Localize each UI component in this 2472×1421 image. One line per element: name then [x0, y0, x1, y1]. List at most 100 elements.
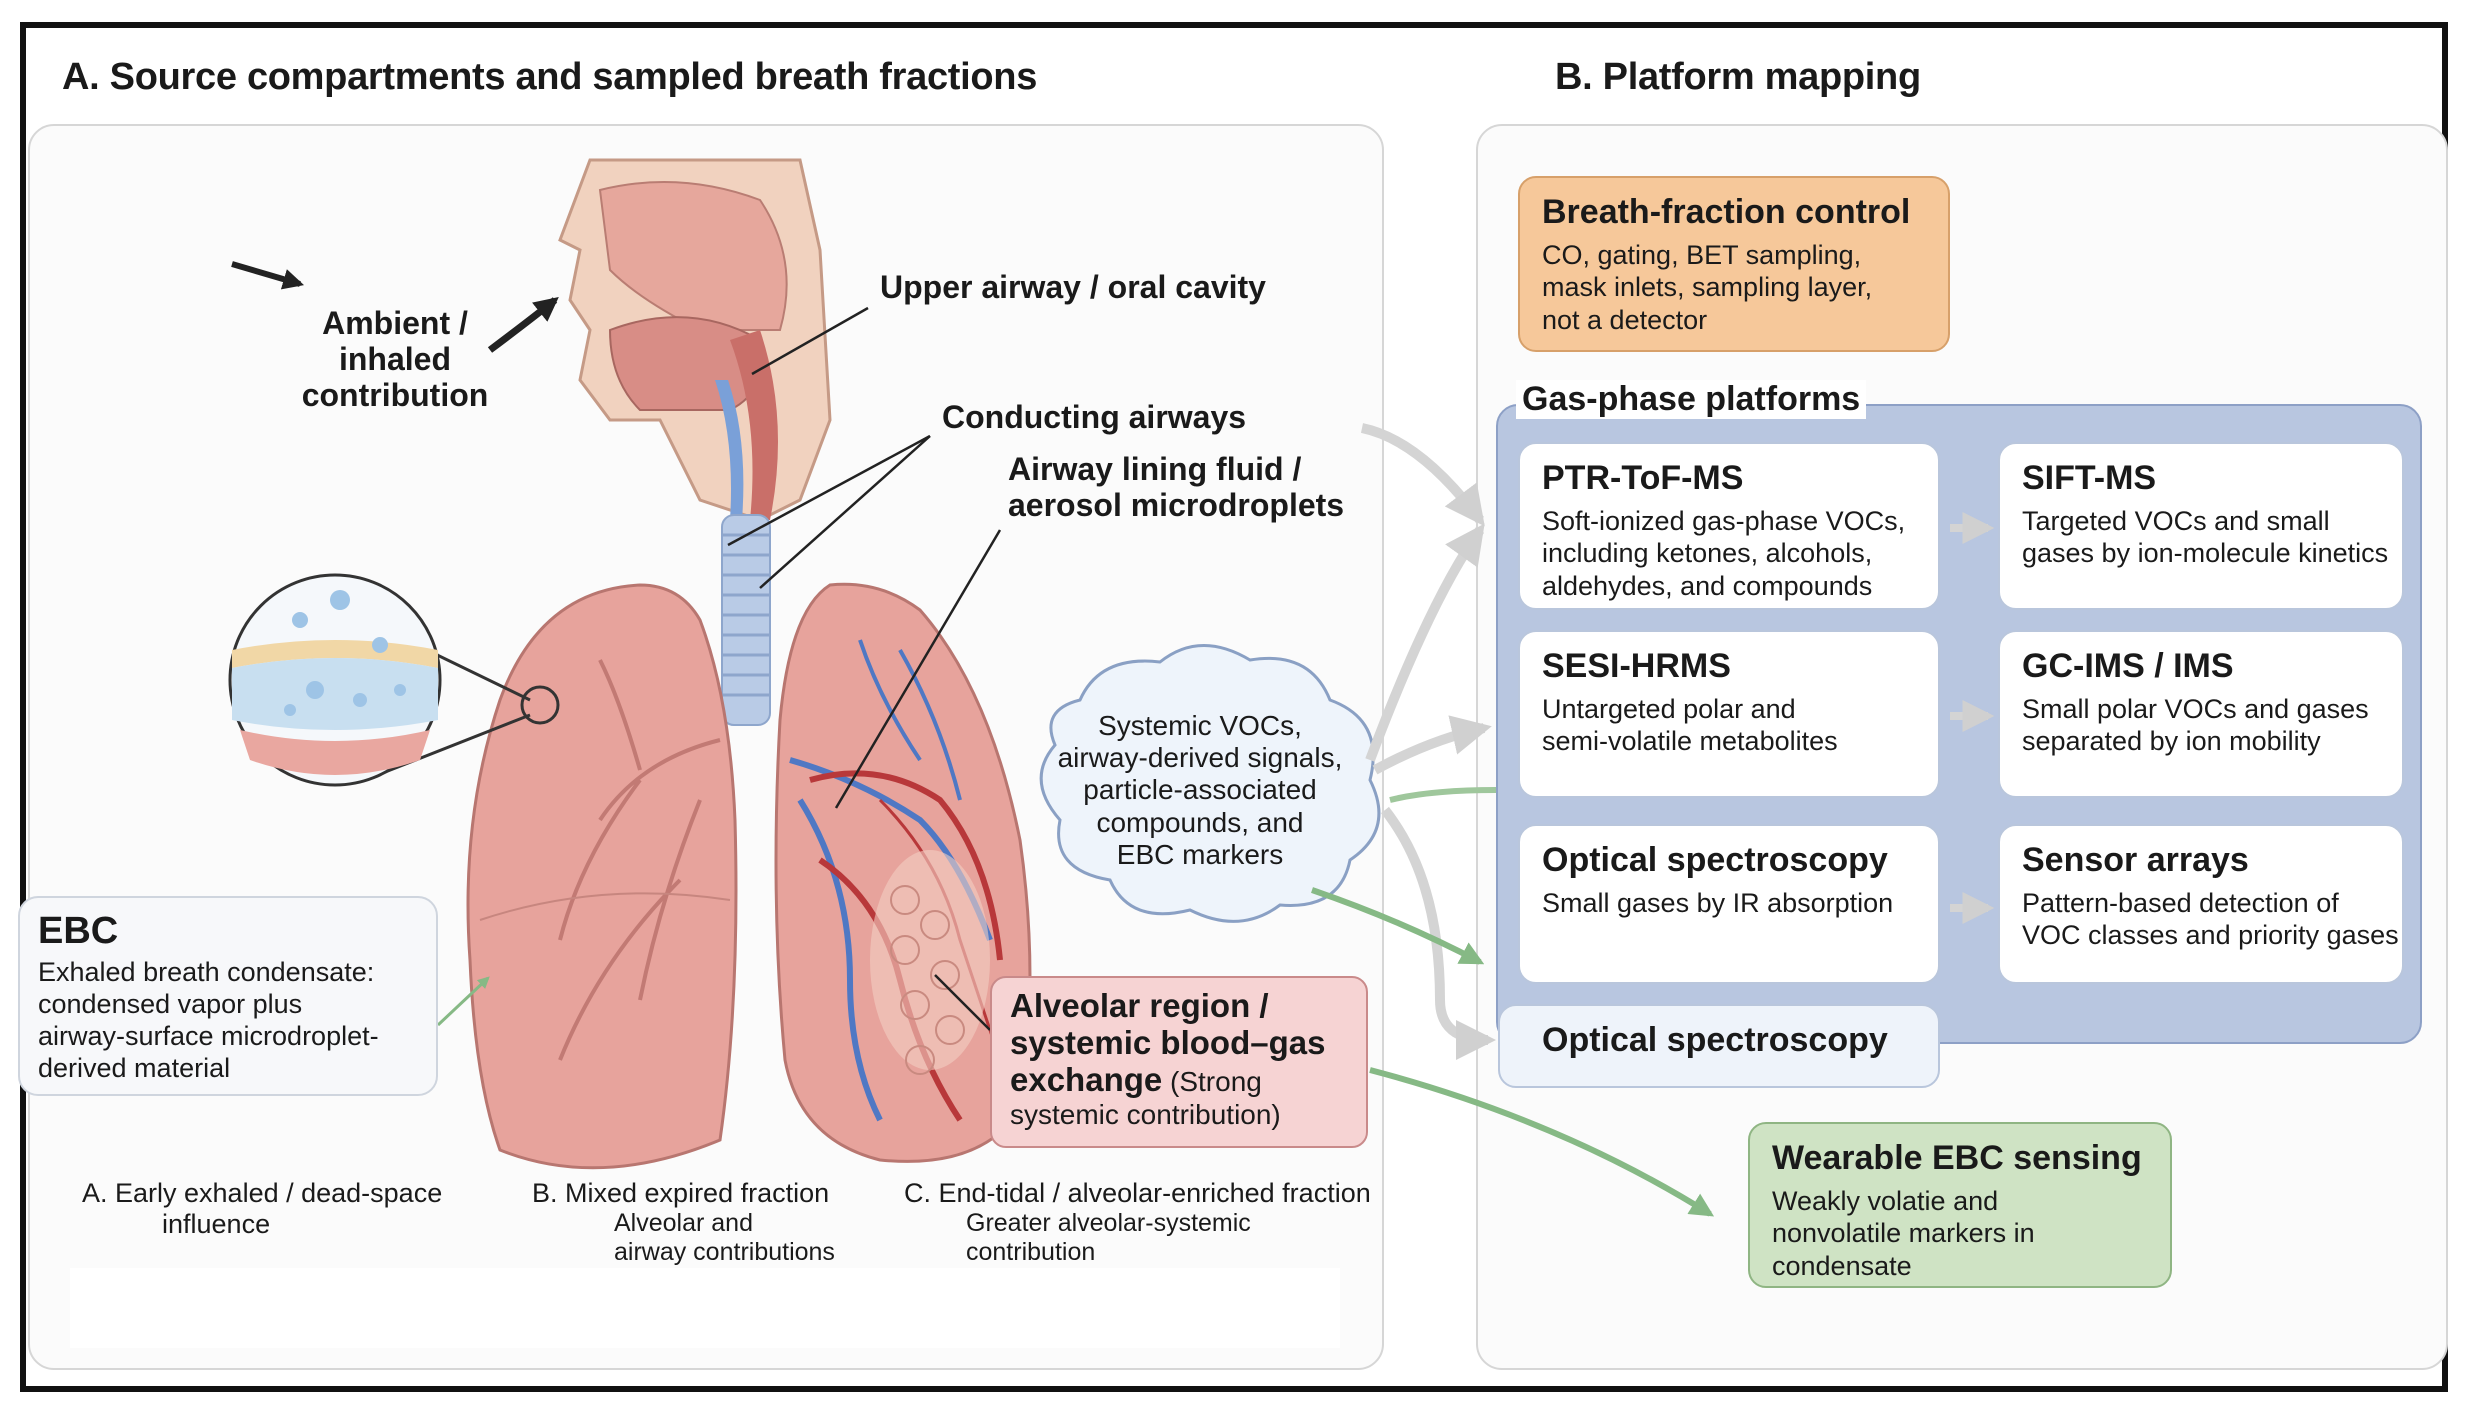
ebc-line: condensed vapor plus	[38, 988, 303, 1019]
platform-title: Sensor arrays	[2022, 841, 2249, 879]
cloud-line: EBC markers	[1116, 838, 1284, 870]
ebc-line: airway-surface microdroplet-	[38, 1020, 379, 1051]
trachea	[721, 514, 771, 726]
platform-title: SESI-HRMS	[1542, 647, 1731, 685]
platform-title: SIFT-MS	[2022, 459, 2157, 497]
ambient-line-3: contribution	[301, 376, 489, 413]
platform-desc: Small gases by IR absorption	[1542, 887, 1894, 918]
cloud-line: compounds, and	[1096, 806, 1304, 838]
breath-control-line-1: CO, gating, BET sampling,	[1542, 239, 1862, 270]
panel-a-footer-blank	[70, 1268, 1340, 1348]
arrow-cloud-sesi	[1372, 715, 1492, 775]
platform-title: PTR-ToF-MS	[1542, 459, 1744, 497]
cloud-text: Systemic VOCs, airway-derived signals, p…	[1040, 710, 1360, 871]
platform-title: GC-IMS / IMS	[2022, 647, 2234, 685]
platform-sensor-arrays: Sensor arrays Pattern-based detection of…	[1998, 824, 2404, 984]
platform-desc: Pattern-based detection of	[2022, 887, 2339, 918]
platform-desc: separated by ion mobility	[2022, 726, 2321, 757]
platform-desc: gases by ion-molecule kinetics	[2022, 538, 2389, 569]
alveolar-line-3: exchange (Strong	[1010, 1060, 1348, 1099]
head-cross-section	[558, 158, 832, 522]
leader-conducting-1	[727, 434, 931, 547]
platform-sift-ms: SIFT-MS Targeted VOCs and small gases by…	[1998, 442, 2404, 610]
fraction-b-title: B. Mixed expired fraction	[532, 1178, 830, 1208]
platform-desc: Untargeted polar and	[1542, 693, 1796, 724]
breath-control-line-3: not a detector	[1542, 304, 1708, 335]
lining-line-2: aerosol microdroplets	[1008, 486, 1345, 523]
alveolar-box: Alveolar region / systemic blood–gas exc…	[990, 976, 1368, 1148]
ambient-label: Ambient / inhaled contribution	[300, 305, 490, 413]
platform-title: Optical spectroscopy	[1542, 841, 1888, 879]
lining-line-1: Airway lining fluid /	[1008, 451, 1302, 487]
platform-desc: Soft-ionized gas-phase VOCs,	[1542, 505, 1906, 536]
left-lung	[466, 583, 738, 1170]
right-lung	[774, 582, 1032, 1163]
alveolar-line-4: systemic contribution)	[1010, 1098, 1281, 1130]
panel-b-title: B. Platform mapping	[1555, 56, 1921, 98]
fraction-c: C. End-tidal / alveolar-enriched fractio…	[904, 1178, 1371, 1267]
fraction-a: A. Early exhaled / dead-space influence	[82, 1178, 442, 1240]
ebc-line: derived material	[38, 1052, 231, 1083]
fraction-c-sub2: contribution	[966, 1237, 1096, 1266]
signal-cloud	[1039, 644, 1381, 923]
optical-spectroscopy-bottom: Optical spectroscopy	[1498, 1004, 1940, 1088]
platform-gc-ims: GC-IMS / IMS Small polar VOCs and gases …	[1998, 630, 2404, 798]
cloud-line: airway-derived signals,	[1057, 742, 1343, 774]
leader-alveolar	[934, 974, 991, 1031]
arrow-cloud-ptr	[1365, 523, 1485, 762]
wearable-line: Weakly volatie and	[1772, 1185, 1999, 1216]
arrow-cloud-sensors	[1311, 887, 1485, 965]
fraction-a-title: A. Early exhaled / dead-space	[82, 1178, 443, 1208]
wearable-line: nonvolatile markers in	[1772, 1218, 2035, 1249]
arrow-to-ptr	[1360, 423, 1485, 527]
ambient-line-2: inhaled	[338, 340, 451, 377]
wearable-title: Wearable EBC sensing	[1772, 1139, 2142, 1177]
ebc-line: Exhaled breath condensate:	[38, 957, 375, 987]
ambient-line-1: Ambient /	[322, 305, 468, 341]
lining-fluid-label: Airway lining fluid / aerosol microdropl…	[1008, 451, 1345, 524]
upper-airway-label: Upper airway / oral cavity	[880, 269, 1266, 305]
wearable-line: condensate	[1772, 1250, 1912, 1281]
ebc-box: EBC Exhaled breath condensate: condensed…	[18, 896, 438, 1096]
fraction-b-sub1: Alveolar and	[614, 1209, 753, 1238]
platform-desc: Small polar VOCs and gases	[2022, 693, 2369, 724]
lining-fluid-magnifier	[228, 573, 560, 787]
breath-control-line-2: mask inlets, sampling layer,	[1542, 272, 1873, 303]
conducting-airways-label: Conducting airways	[942, 399, 1247, 435]
platform-desc: aldehydes, and compounds	[1542, 570, 1873, 601]
ambient-arrow-2	[487, 296, 559, 353]
wearable-ebc-box: Wearable EBC sensing Weakly volatie and …	[1748, 1122, 2172, 1288]
panel-a-title: A. Source compartments and sampled breat…	[62, 56, 1038, 98]
breath-fraction-control-box: Breath-fraction control CO, gating, BET …	[1518, 176, 1950, 352]
platform-desc: Targeted VOCs and small	[2022, 505, 2330, 536]
platform-desc: VOC classes and priority gases	[2022, 920, 2399, 951]
breath-control-title: Breath-fraction control	[1542, 193, 1911, 231]
alveolar-line-1: Alveolar region /	[1010, 987, 1269, 1024]
arrow-cloud-gas	[1389, 787, 1497, 803]
platform-desc: semi-volatile metabolites	[1542, 726, 1838, 757]
cloud-line: Systemic VOCs,	[1098, 710, 1302, 741]
alveolar-strong: (Strong	[1162, 1065, 1262, 1097]
fraction-b-sub2: airway contributions	[614, 1237, 835, 1266]
platform-ptr-tof-ms: PTR-ToF-MS Soft-ionized gas-phase VOCs, …	[1518, 442, 1940, 610]
optical-bottom-title: Optical spectroscopy	[1542, 1021, 1888, 1059]
platform-sesi-hrms: SESI-HRMS Untargeted polar and semi-vola…	[1518, 630, 1940, 798]
leader-conducting-2	[759, 435, 931, 589]
ambient-arrow-1	[231, 261, 305, 290]
ebc-title: EBC	[38, 910, 119, 952]
platform-optical-spectroscopy: Optical spectroscopy Small gases by IR a…	[1518, 824, 1940, 984]
cloud-line: particle-associated	[1083, 774, 1317, 806]
alveolar-exchange: exchange	[1010, 1060, 1163, 1098]
arrow-cloud-optical	[1381, 806, 1496, 1060]
leader-lining-fluid	[834, 529, 1002, 809]
arrow-alveolar-wearable	[1369, 1067, 1715, 1217]
fraction-a-sub: influence	[162, 1209, 271, 1240]
platform-desc: including ketones, alcohols,	[1542, 538, 1873, 569]
fraction-c-sub1: Greater alveolar-systemic	[966, 1209, 1251, 1238]
gas-phase-label: Gas-phase platforms	[1516, 380, 1867, 419]
ebc-arrow	[436, 976, 490, 1027]
fraction-b: B. Mixed expired fraction Alveolar and a…	[532, 1178, 835, 1267]
alveolar-line-2: systemic blood–gas	[1010, 1023, 1326, 1061]
